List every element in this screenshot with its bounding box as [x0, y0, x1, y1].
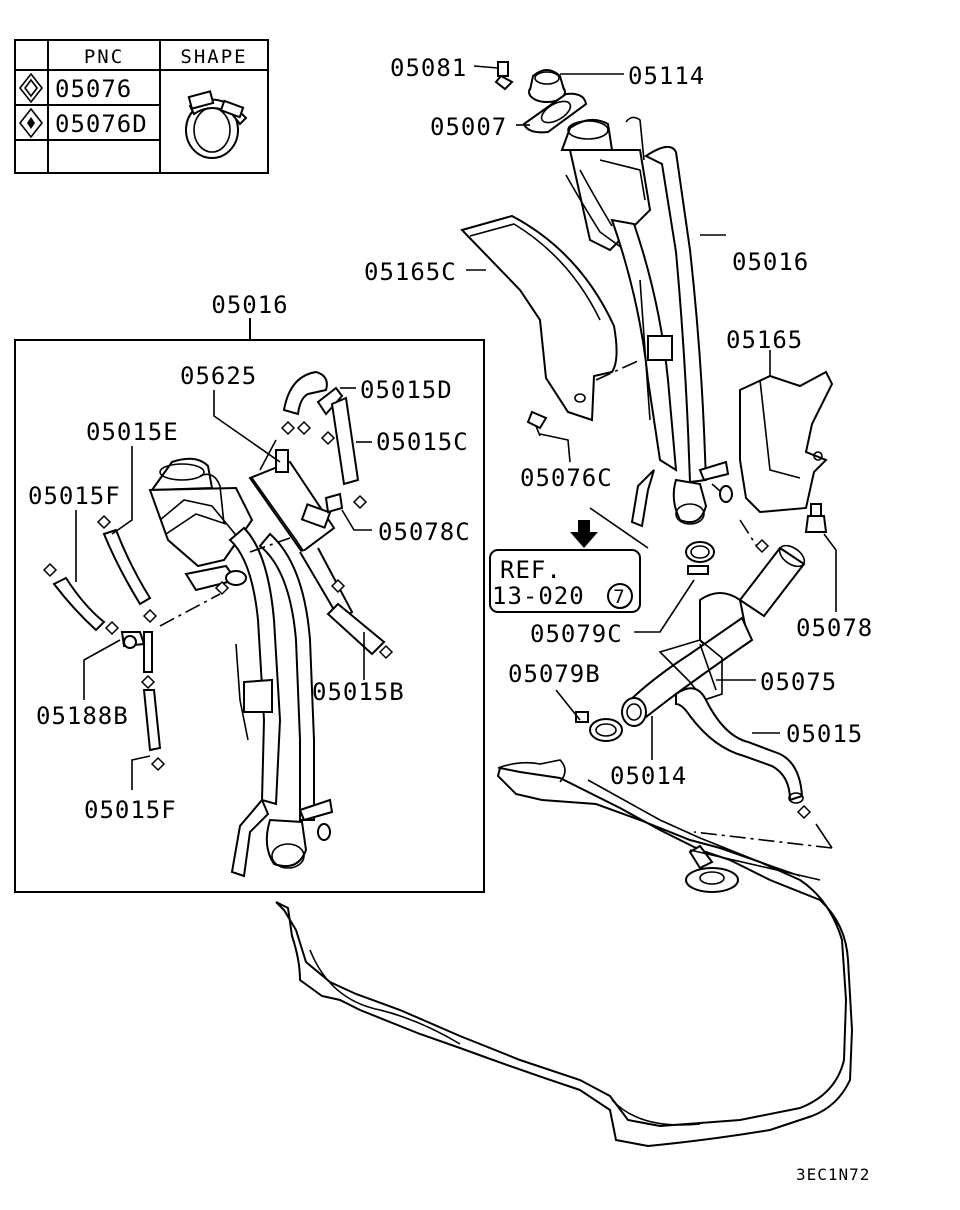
- diamond-marker-icon: [104, 620, 120, 636]
- callout-05625: 05625: [180, 362, 257, 390]
- hose-05015e: [102, 528, 152, 606]
- legend-table: PNC SHAPE 05076 05076D: [14, 39, 269, 174]
- inset-filler-neck-assembly: [148, 457, 334, 878]
- clamp-05079b-icon: [575, 711, 623, 742]
- diamond-marker-icon: [378, 644, 394, 660]
- callout-leaders: [75, 65, 837, 790]
- callout-05016-main: 05016: [732, 248, 809, 276]
- diagram-code: 3EC1N72: [796, 1165, 870, 1184]
- callout-05015: 05015: [786, 720, 863, 748]
- callout-05188b: 05188B: [36, 702, 129, 730]
- inset-title: 05016: [211, 291, 288, 319]
- legend-symbol-double-diamond-icon: [18, 72, 44, 104]
- callout-05015f-top: 05015F: [28, 482, 121, 510]
- reference-box: REF. 13-020 7: [489, 507, 649, 613]
- legend-header-pnc: PNC: [84, 46, 124, 68]
- filler-cap-05114-icon: [528, 69, 566, 103]
- callout-05015b: 05015B: [312, 678, 405, 706]
- callout-05078: 05078: [796, 614, 873, 642]
- clamp-05079c-icon: [685, 541, 715, 575]
- diamond-marker-icon: [150, 756, 166, 772]
- diamond-marker-icon: [280, 420, 296, 436]
- hose-05015f-lower: [142, 689, 162, 752]
- diamond-marker-icon: [330, 578, 346, 594]
- legend-pnc-05076: 05076: [55, 75, 132, 103]
- diamond-marker-icon: [142, 608, 158, 624]
- diamond-marker-icon: [42, 562, 58, 578]
- callout-05165: 05165: [726, 326, 803, 354]
- legend-symbol-diamond-dot-icon: [18, 107, 44, 139]
- callout-05078c: 05078C: [378, 518, 471, 546]
- breather-hose-05015: [675, 687, 804, 804]
- bolt-05081-icon: [494, 61, 514, 91]
- callout-05081: 05081: [390, 54, 467, 82]
- callout-05007: 05007: [430, 113, 507, 141]
- diamond-marker-icon: [320, 430, 336, 446]
- callout-05079c: 05079C: [530, 620, 623, 648]
- diamond-marker-icon: [352, 494, 368, 510]
- legend-pnc-05076d: 05076D: [55, 110, 148, 138]
- callout-05076c: 05076C: [520, 464, 613, 492]
- gasket-05007-icon: [522, 92, 588, 134]
- callout-05014: 05014: [610, 762, 687, 790]
- bracket-05075: [658, 639, 723, 701]
- filler-cap-and-neck: [494, 61, 733, 528]
- callout-05075: 05075: [760, 668, 837, 696]
- callout-05165c: 05165C: [364, 258, 457, 286]
- inset-diamond-markers: [42, 420, 394, 772]
- valve-05078-icon: [804, 503, 828, 533]
- legend-header-shape: SHAPE: [180, 46, 247, 68]
- callout-05015e: 05015E: [86, 418, 179, 446]
- vapor-canister-05625: [248, 439, 386, 656]
- hose-05015d: [282, 370, 344, 416]
- diamond-marker-icon: [96, 514, 112, 530]
- callout-labels: 05081 05114 05007 05016 05165C 05165 050…: [28, 54, 873, 824]
- clip-05076c-icon: [526, 410, 548, 437]
- ref-circled-number: 7: [613, 586, 626, 608]
- fuel-tank: [275, 759, 854, 1148]
- callout-05114: 05114: [628, 62, 705, 90]
- callout-05015c: 05015C: [376, 428, 469, 456]
- protector-05165: [739, 370, 834, 514]
- filler-hose-05014: [621, 544, 806, 727]
- arrow-down-icon: [570, 520, 598, 548]
- valve-05078c-icon: [324, 492, 344, 514]
- diamond-marker-icon: [796, 804, 812, 820]
- diamond-marker-icon: [754, 538, 770, 554]
- callout-05015f-bottom: 05015F: [84, 796, 177, 824]
- diamond-marker-icon: [214, 580, 230, 596]
- callout-05079b: 05079B: [508, 660, 601, 688]
- callout-05015d: 05015D: [360, 376, 453, 404]
- fitting-05188b-icon: [120, 631, 153, 673]
- ref-label: REF.: [500, 556, 562, 584]
- hose-clamp-shape-icon: [185, 90, 248, 159]
- protector-05165c: [460, 214, 641, 422]
- diamond-marker-icon: [296, 420, 312, 436]
- ref-section: 13-020: [492, 582, 585, 610]
- hose-05015f-upper: [52, 576, 106, 632]
- inset-panel: 05016: [14, 291, 485, 893]
- hose-05015c: [330, 396, 360, 486]
- diamond-marker-icon: [140, 674, 156, 690]
